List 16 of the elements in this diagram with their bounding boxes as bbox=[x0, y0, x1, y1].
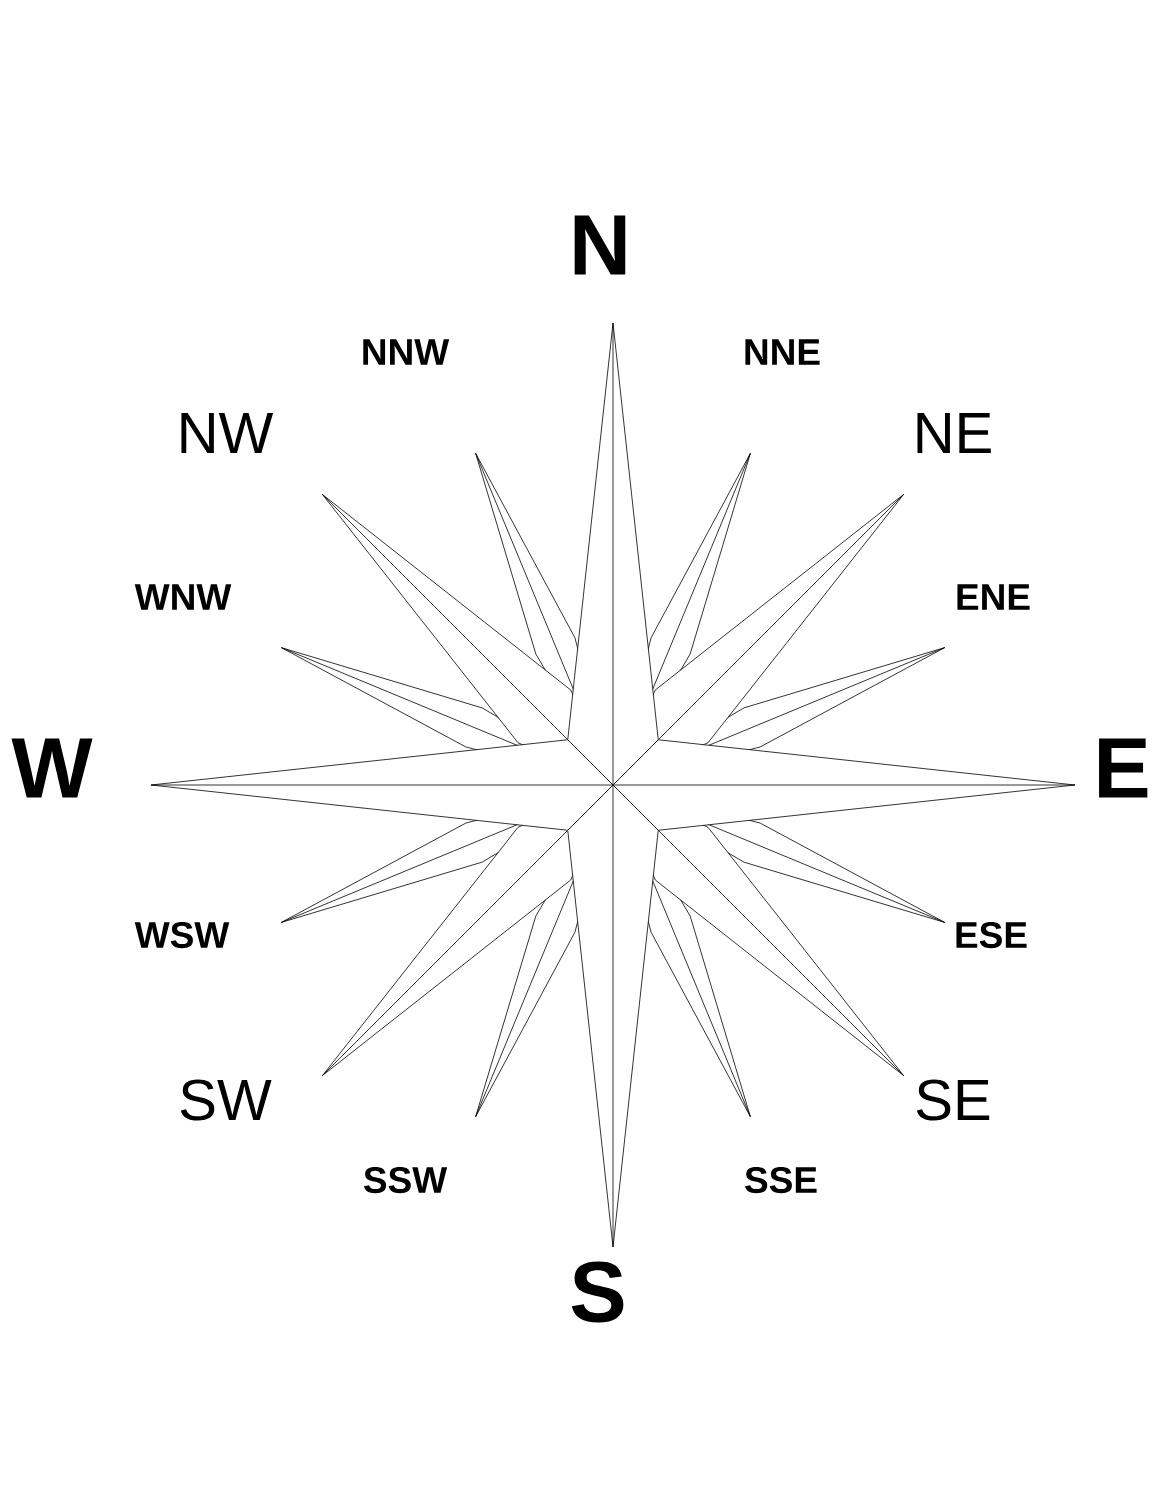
direction-label: NW bbox=[181, 413, 274, 453]
direction-label: WSW bbox=[134, 921, 230, 949]
direction-label: SE bbox=[916, 1079, 990, 1121]
direction-label: NE bbox=[917, 413, 991, 453]
direction-label: NNE bbox=[745, 339, 820, 365]
direction-label: W bbox=[11, 738, 93, 798]
direction-label: ENE bbox=[957, 584, 1030, 610]
direction-label: E bbox=[1099, 738, 1148, 798]
direction-label: NNW bbox=[363, 339, 450, 365]
direction-label: WNW bbox=[134, 584, 232, 610]
direction-label: SSE bbox=[745, 1166, 817, 1194]
direction-label: S bbox=[571, 1261, 624, 1323]
direction-label: ESE bbox=[956, 921, 1027, 949]
direction-label: N bbox=[574, 215, 626, 275]
direction-label: SSW bbox=[363, 1166, 448, 1194]
direction-label: SW bbox=[180, 1079, 272, 1121]
